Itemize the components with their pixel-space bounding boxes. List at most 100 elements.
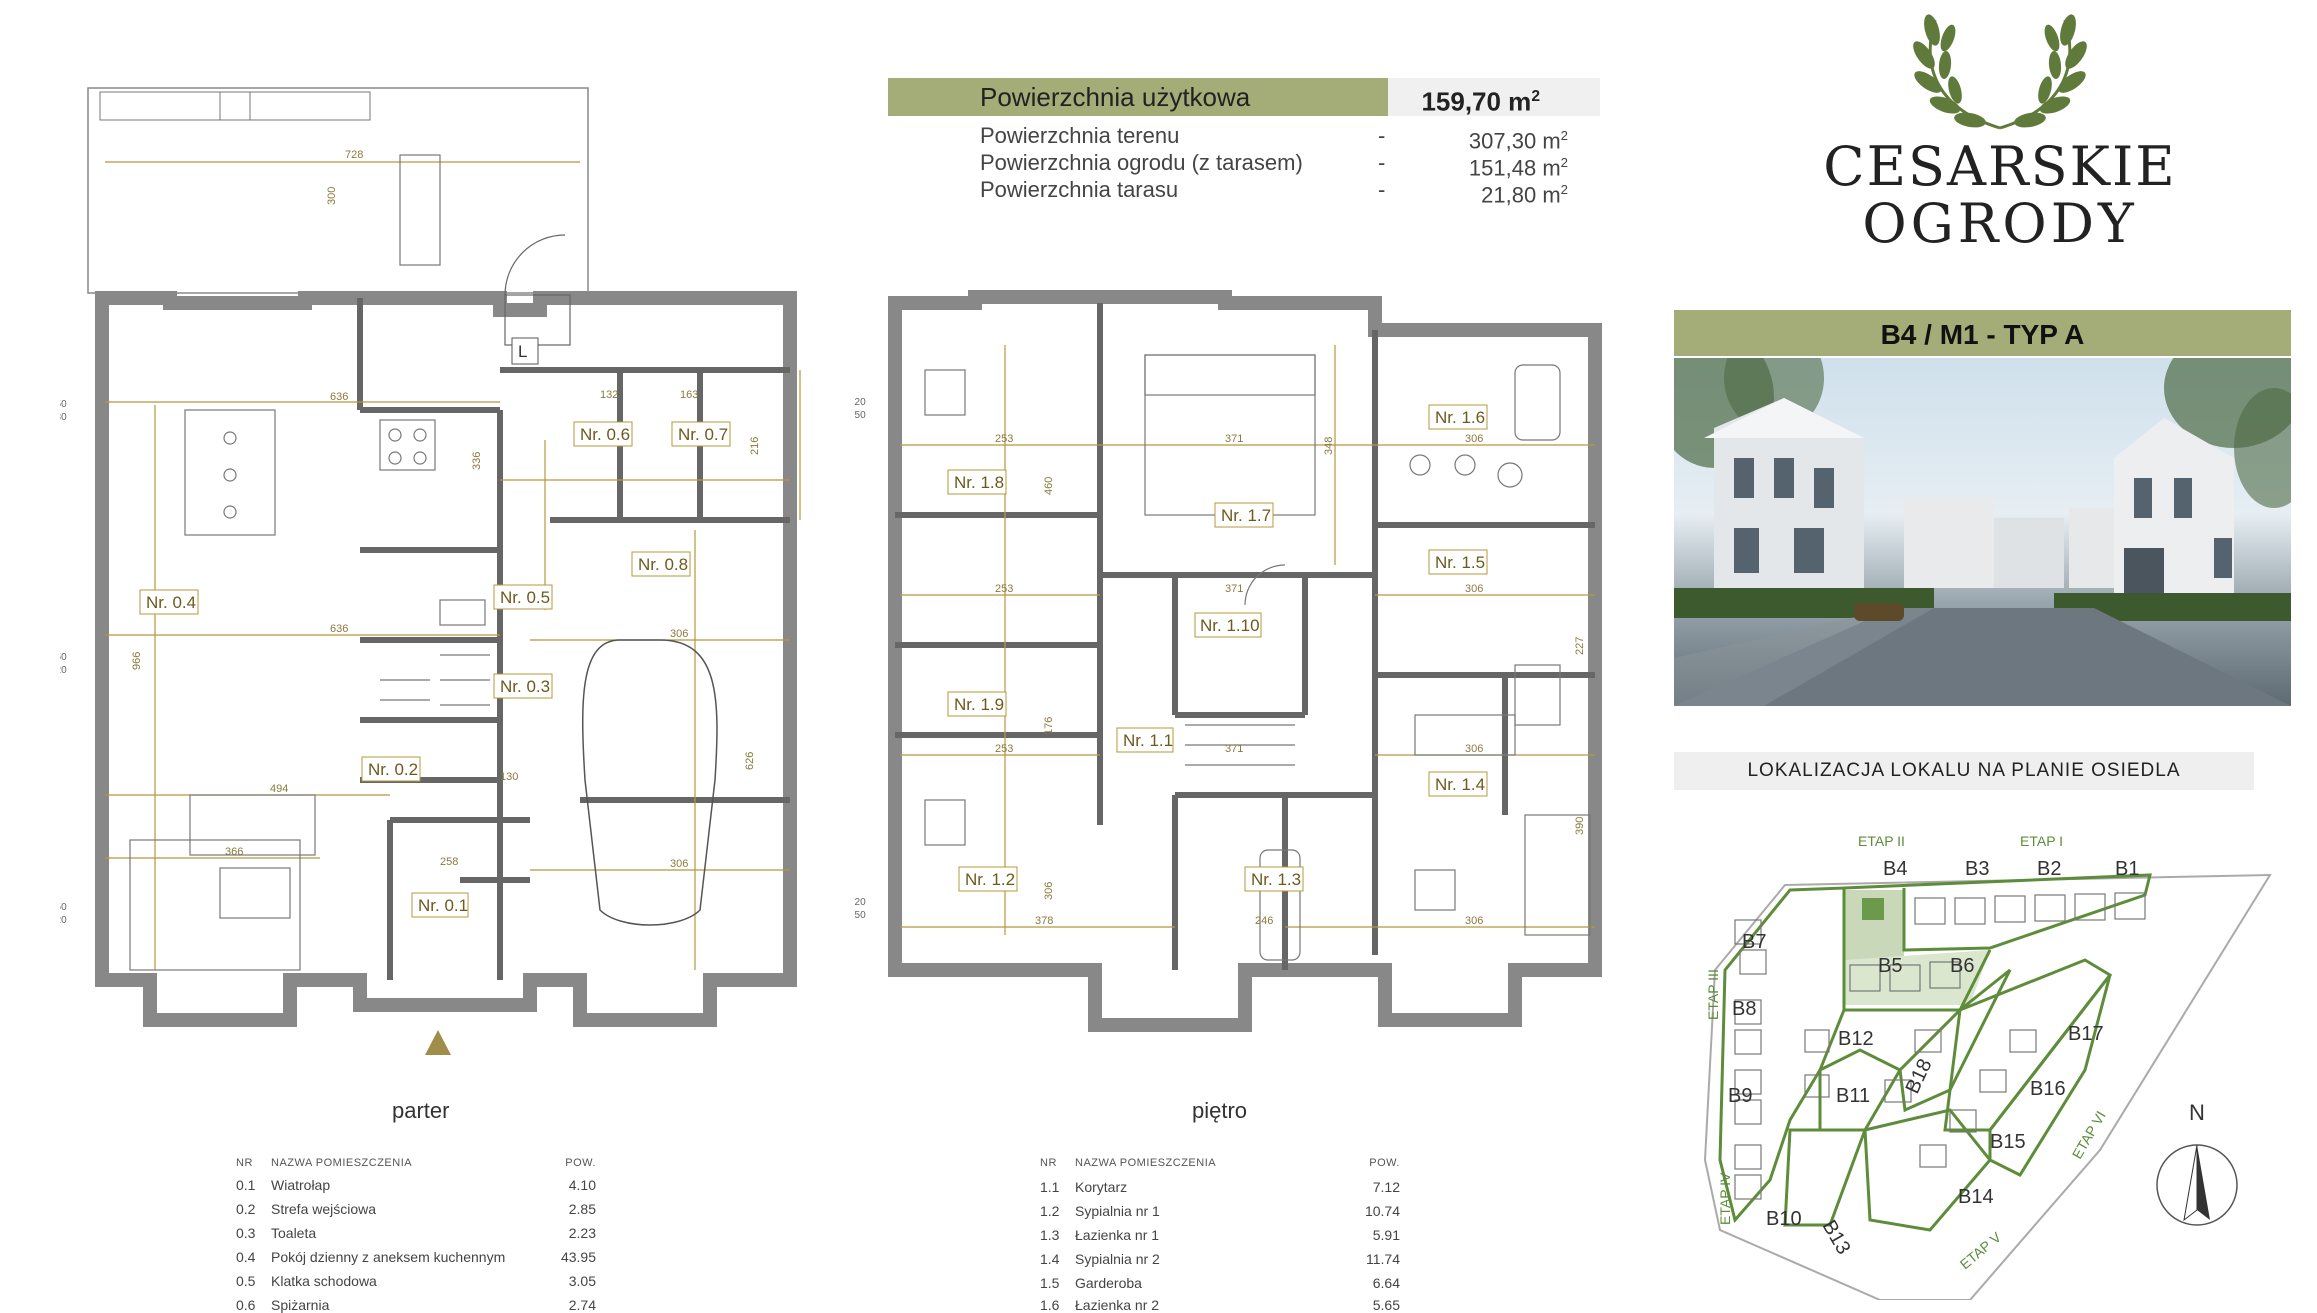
north-arrow-icon (2156, 1144, 2238, 1226)
room-label: L (511, 337, 539, 365)
desk-icon (924, 369, 966, 416)
svg-text:Nr. 0.1: Nr. 0.1 (418, 896, 468, 915)
usable-area-label: Powierzchnia użytkowa (888, 78, 1388, 116)
window-dim-label: 120 (60, 665, 67, 676)
site-stage-label: ETAP I (2020, 833, 2063, 849)
room-label: Nr. 1.7 (1214, 502, 1274, 528)
site-stage-label: ETAP V (1957, 1228, 2005, 1272)
window-dim-label: 250 (60, 399, 67, 410)
svg-text:Nr. 0.6: Nr. 0.6 (580, 425, 630, 444)
svg-text:Nr. 1.10: Nr. 1.10 (1200, 616, 1260, 635)
dimension-label: 246 (1255, 915, 1273, 927)
dimension-label: 636 (330, 391, 348, 403)
svg-text:Nr. 0.4: Nr. 0.4 (146, 593, 196, 612)
area-summary: Powierzchnia użytkowa 159,70 m2 Powierzc… (888, 78, 1600, 208)
laurel-wreath-icon (1913, 14, 2087, 130)
dimension-label: 378 (1035, 915, 1053, 927)
dimension-label: 306 (670, 628, 688, 640)
svg-text:Nr. 0.5: Nr. 0.5 (500, 588, 550, 607)
room-label: Nr. 1.4 (1428, 771, 1488, 797)
entrance-marker-icon (425, 1030, 451, 1055)
dimension-label: 258 (440, 856, 458, 868)
dimension-label: 636 (330, 623, 348, 635)
window-dim-label: 150 (855, 910, 866, 921)
svg-text:Nr. 1.6: Nr. 1.6 (1435, 408, 1485, 427)
window-dim-label: 120 (855, 897, 866, 908)
site-stage-label: ETAP VI (2069, 1108, 2109, 1161)
room-label: Nr. 0.3 (493, 673, 553, 699)
site-building-label: B16 (2030, 1078, 2066, 1100)
area-row: Powierzchnia tarasu-21,80 m2 (980, 177, 1568, 208)
room-label: Nr. 1.6 (1428, 404, 1488, 430)
dimension-label: 132 (600, 389, 618, 401)
dimension-label: 306 (1465, 433, 1483, 445)
site-stage-label: ETAP IV (1717, 1172, 1733, 1225)
window-dim-label: 120 (60, 915, 67, 926)
corner-sofa-icon (129, 839, 301, 971)
room-label: Nr. 0.8 (631, 551, 691, 577)
svg-text:Nr. 1.3: Nr. 1.3 (1251, 870, 1301, 889)
room-label: Nr. 1.1 (1116, 727, 1174, 753)
sink-icon (439, 599, 486, 626)
room-label: Nr. 1.5 (1428, 549, 1488, 575)
bathtub-icon (1259, 849, 1301, 961)
svg-text:Nr. 0.8: Nr. 0.8 (638, 555, 688, 574)
dimension-label: 176 (1043, 717, 1055, 735)
dimension-label: 163 (680, 389, 698, 401)
dimension-label: 371 (1225, 743, 1243, 755)
svg-text:Nr. 0.7: Nr. 0.7 (678, 425, 728, 444)
site-building-label: B12 (1838, 1028, 1874, 1050)
room-label: Nr. 0.5 (493, 584, 553, 610)
dimension-label: 130 (500, 771, 518, 783)
logo-line-1: CESARSKIE (1823, 135, 2177, 198)
dimension-label: 300 (326, 187, 338, 205)
logo-line-2: OGRODY (1862, 192, 2138, 255)
site-building-label: B4 (1883, 858, 1907, 880)
site-building-label: B13 (1818, 1217, 1855, 1259)
upper-floor-title: piętro (1192, 1098, 1248, 1123)
dimension-label: 216 (749, 437, 761, 455)
svg-text:Nr. 0.3: Nr. 0.3 (500, 677, 550, 696)
site-building-label: B1 (2115, 858, 2139, 880)
highlighted-unit (1862, 898, 1884, 920)
dimension-label: 460 (1043, 477, 1055, 495)
window-dim-label: 180 (60, 412, 67, 423)
usable-area-value: 159,70 m2 (1388, 78, 1600, 117)
room-label: Nr. 0.4 (139, 589, 199, 615)
site-building-label: B15 (1990, 1131, 2026, 1153)
dimension-label: 253 (995, 743, 1013, 755)
dimension-label: 371 (1225, 433, 1243, 445)
site-building-label: B8 (1732, 998, 1756, 1020)
toilet-icon (1497, 462, 1523, 488)
dimension-label: 494 (270, 783, 288, 795)
svg-text:Nr. 1.1: Nr. 1.1 (1123, 731, 1173, 750)
site-building-label: B6 (1950, 955, 1974, 977)
svg-text:Nr. 1.5: Nr. 1.5 (1435, 553, 1485, 572)
site-stage-label: ETAP III (1705, 969, 1721, 1020)
upper-floor-plan: Nr. 1.1 Nr. 1.2 Nr. 1.3 Nr. 1.4 Nr. 1.5 … (855, 290, 1602, 1032)
window-dim-label: 120 (855, 397, 866, 408)
dimension-label: 306 (1465, 583, 1483, 595)
site-building-label: B2 (2037, 858, 2061, 880)
window-dim-label: 150 (855, 410, 866, 421)
dimension-label: 227 (1574, 637, 1586, 655)
dimension-label: 371 (1225, 583, 1243, 595)
site-building-label: B3 (1965, 858, 1989, 880)
dimension-label: 728 (345, 149, 363, 161)
room-label: Nr. 1.9 (947, 691, 1007, 717)
room-label: Nr. 0.7 (671, 421, 731, 447)
desk-icon (924, 799, 966, 846)
dimension-label: 366 (225, 846, 243, 858)
dimension-label: 306 (1465, 915, 1483, 927)
washbasin-icon (1409, 454, 1431, 476)
